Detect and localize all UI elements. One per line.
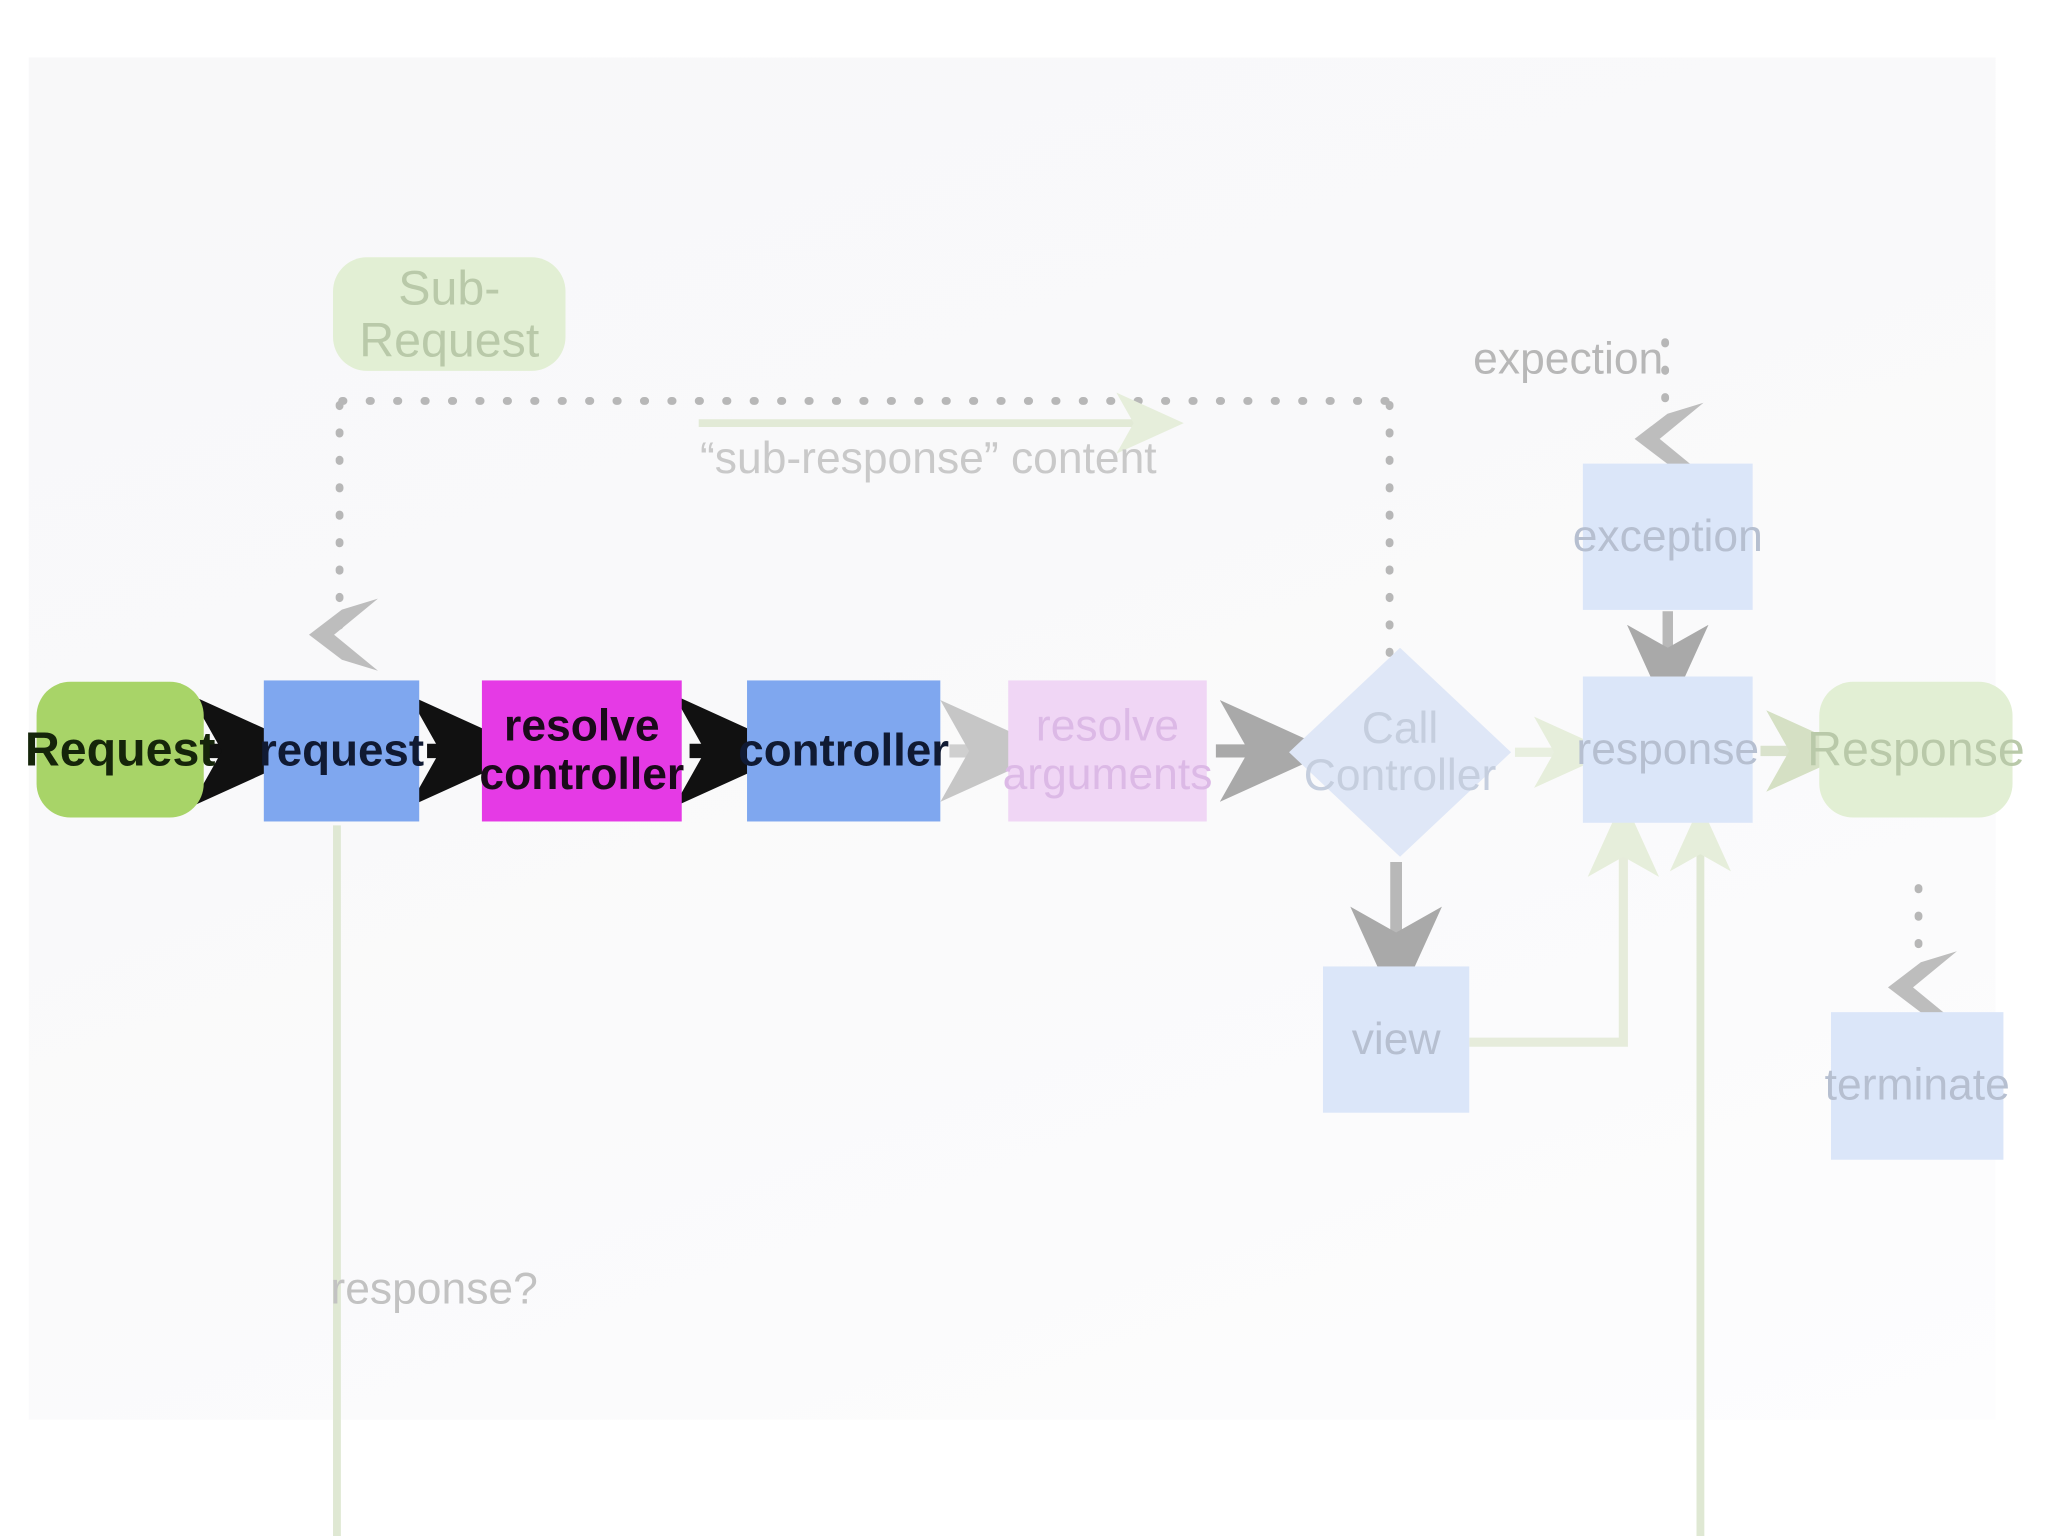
- node-sub-request-label: Sub-Request: [359, 260, 540, 367]
- node-controller-label: controller: [738, 724, 950, 776]
- label-sub-response-content: “sub-response” content: [700, 433, 1157, 484]
- node-resolve-controller[interactable]: resolve controller: [479, 680, 685, 822]
- node-resolve-controller-label: resolve controller: [479, 701, 685, 800]
- node-view[interactable]: view: [1322, 966, 1470, 1113]
- node-call-controller-label: Call Controller: [1303, 703, 1497, 801]
- node-resolve-arguments-label: resolve arguments: [1002, 701, 1213, 800]
- node-exception[interactable]: exception: [1573, 463, 1763, 610]
- node-exception-label: exception: [1572, 511, 1763, 562]
- node-view-label: view: [1351, 1014, 1441, 1064]
- label-response-question: response?: [330, 1264, 538, 1314]
- node-sub-request[interactable]: Sub-Request: [333, 257, 566, 371]
- node-terminate-label: terminate: [1824, 1060, 2010, 1111]
- node-response-external-label: Response: [1807, 722, 2025, 776]
- edge-request-to-response-loop: [333, 803, 1731, 1536]
- node-controller[interactable]: controller: [738, 680, 949, 822]
- node-request-external[interactable]: Request: [25, 681, 215, 818]
- node-response[interactable]: response: [1576, 676, 1759, 823]
- label-expection: expection: [1473, 334, 1664, 384]
- node-request[interactable]: request: [259, 680, 424, 822]
- node-request-external-label: Request: [24, 722, 216, 776]
- edge-view-to-response: [1469, 798, 1660, 1047]
- node-terminate[interactable]: terminate: [1825, 1012, 2010, 1160]
- node-response-label: response: [1576, 724, 1760, 774]
- node-call-controller[interactable]: Call Controller: [1289, 647, 1512, 857]
- node-resolve-arguments[interactable]: resolve arguments: [1003, 680, 1212, 822]
- node-response-external[interactable]: Response: [1807, 681, 2025, 818]
- node-request-label: request: [258, 724, 425, 776]
